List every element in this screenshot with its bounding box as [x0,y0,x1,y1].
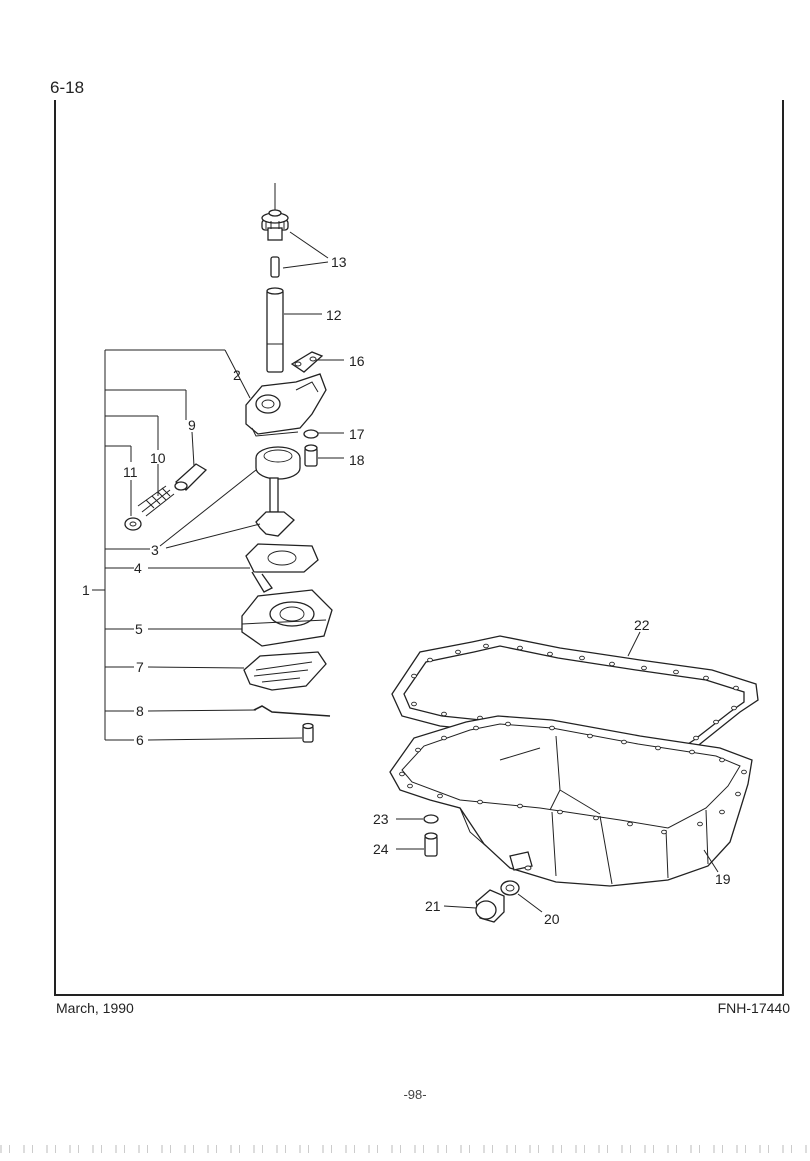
bolt-hole [483,643,489,649]
bolt-hole [655,745,661,751]
bolt-hole [441,735,447,741]
callout-13: 13 [331,254,347,270]
washer-20-part [500,880,520,896]
pump-gasket-part [245,543,319,593]
callout-22: 22 [634,617,650,633]
bolt-part [304,444,318,467]
bolt-hole [441,711,447,717]
bolt-hole [411,673,417,679]
callout-6: 6 [136,732,144,748]
bolt-hole [437,793,443,799]
bolt-hole [731,705,737,711]
bolt-hole [713,719,719,725]
callout-20: 20 [544,911,560,927]
bolt-hole [703,675,709,681]
retainer-part [124,517,142,531]
bolt-hole [733,685,739,691]
inner-rotor-part [255,477,295,537]
gear-pin-part [270,256,280,278]
bolt-hole [473,725,479,731]
leader-lines-pan [396,631,719,913]
callout-10: 10 [150,450,166,466]
callout-18: 18 [349,452,365,468]
washer-23-part [423,814,439,824]
bolt-hole [735,791,741,797]
drain-plug-part [475,889,505,923]
bolt-hole [415,747,421,753]
callout-8: 8 [136,703,144,719]
bolt-hole [427,657,433,663]
callout-16: 16 [349,353,365,369]
bolt-hole [621,739,627,745]
scan-artifact-strip [0,1145,810,1153]
callout-23: 23 [373,811,389,827]
oil-pump-assembly [124,183,333,743]
pump-body-part [245,373,327,437]
outer-rotor-part [255,446,301,480]
callout-2: 2 [233,367,241,383]
bolt-hole [399,771,405,777]
bolt-hole [593,815,599,821]
bolt-hole [407,783,413,789]
callout-5: 5 [135,621,143,637]
bolt-hole [411,701,417,707]
bolt-hole [719,809,725,815]
bolt-hole [517,645,523,651]
pump-shaft-part [266,287,284,373]
bolt-hole [697,821,703,827]
callout-labels: 1 2 3 4 5 6 7 8 9 10 11 12 13 16 17 18 1… [82,254,731,927]
footer-date: March, 1990 [56,1000,134,1016]
bolt-hole [719,757,725,763]
bolt-hole [579,655,585,661]
bolt-hole [557,809,563,815]
bolt-hole [693,735,699,741]
oil-strainer-part [243,651,327,691]
callout-21: 21 [425,898,441,914]
bolt-hole [505,721,511,727]
washer-part [303,429,319,439]
bolt-hole [689,749,695,755]
callout-12: 12 [326,307,342,323]
bolt-hole [741,769,747,775]
callout-1: 1 [82,582,90,598]
callout-19: 19 [715,871,731,887]
bolt-hole [547,651,553,657]
bolt-hole [587,733,593,739]
bolt-hole [455,649,461,655]
callout-3: 3 [151,542,159,558]
callout-7: 7 [136,659,144,675]
frame-bottom-border [54,994,784,996]
assembly-bracket [92,349,251,741]
drive-gear-part [261,209,289,241]
callout-17: 17 [349,426,365,442]
bolt-hole [627,821,633,827]
bolt-hole [517,803,523,809]
bolt-24-part [424,832,438,857]
strainer-bolt-part [302,722,314,743]
relief-valve-part [174,463,208,491]
callout-11: 11 [123,464,138,480]
bolt-hole [641,665,647,671]
footer-document-code: FNH-17440 [717,1000,790,1016]
callout-4: 4 [134,560,142,576]
section-number: 6-18 [50,78,85,97]
bolt-hole [477,799,483,805]
bolt-hole [661,829,667,835]
oil-pan-part [389,715,753,887]
bolt-hole [609,661,615,667]
bolt-hole [549,725,555,731]
frame-right-border [782,100,784,996]
bolt-hole [673,669,679,675]
callout-9: 9 [188,417,196,433]
strainer-clamp-part [253,705,331,717]
leader-lines-pump [130,231,344,741]
callout-24: 24 [373,841,389,857]
frame-left-border [54,100,56,996]
relief-spring-part [137,485,175,517]
pump-cover-part [241,589,333,647]
page-number: -98- [403,1087,427,1102]
